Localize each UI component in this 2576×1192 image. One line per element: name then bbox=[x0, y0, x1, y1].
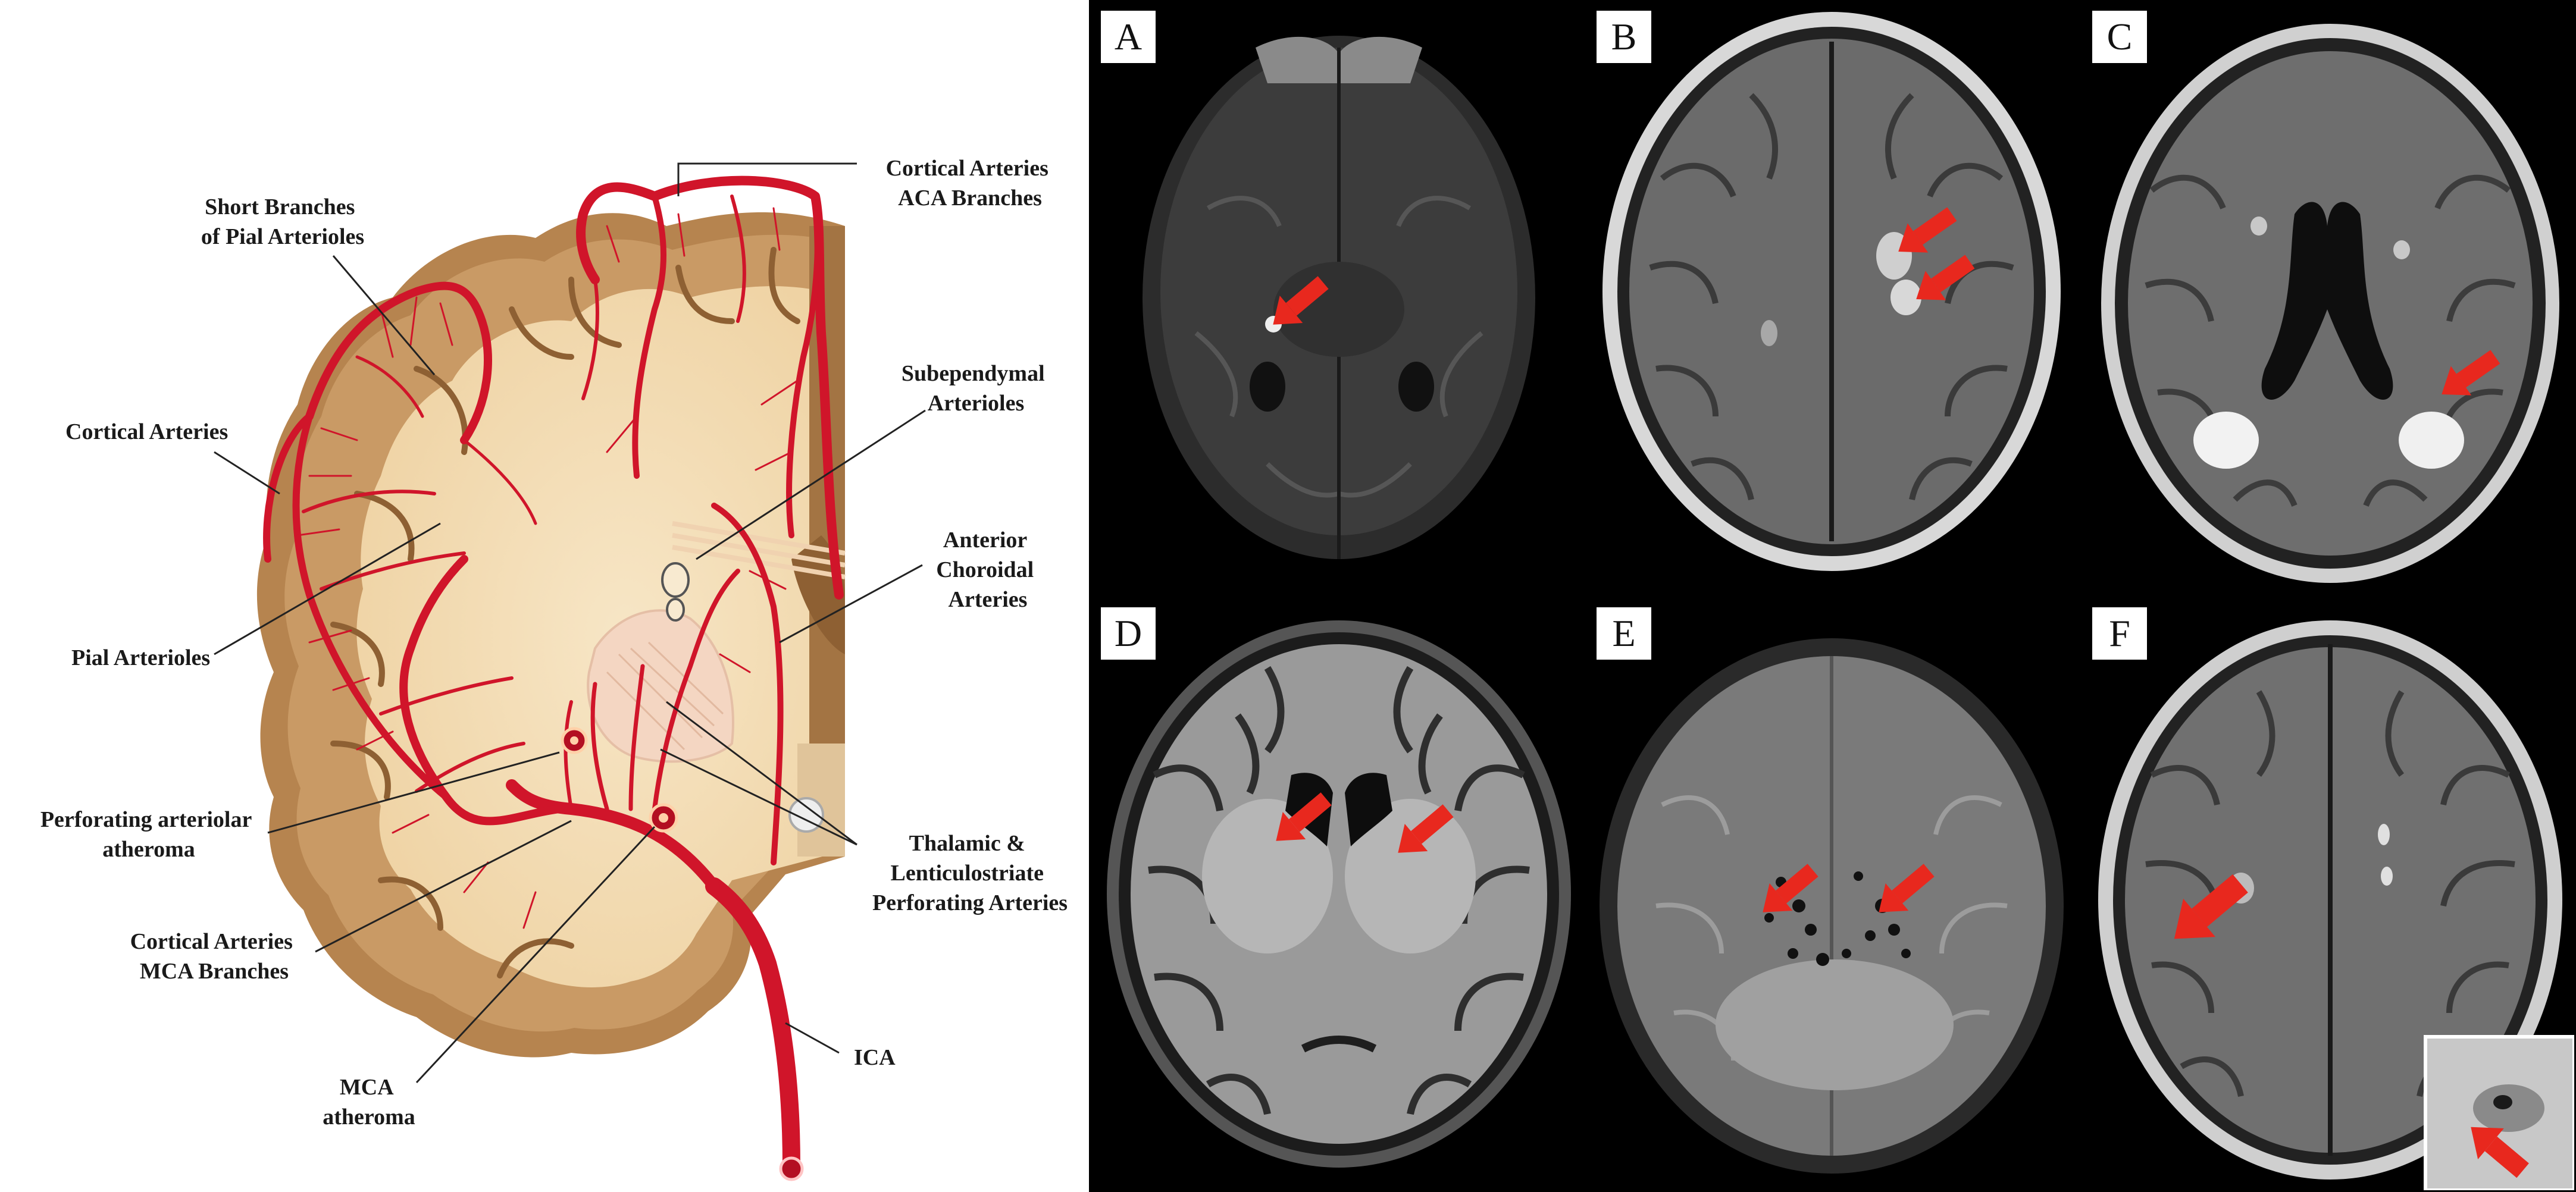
lesion-arrow bbox=[1273, 276, 1329, 325]
lesion-arrow bbox=[1879, 864, 1935, 912]
label-mca-atheroma: MCA atheroma bbox=[323, 1075, 415, 1130]
lesion-arrow bbox=[1763, 864, 1818, 912]
label-subependymal: Subependymal Arterioles bbox=[902, 361, 1050, 416]
mri-panel-e: E bbox=[1585, 597, 2079, 1190]
label-anterior-choroidal: Anterior Choroidal Arteries bbox=[936, 528, 1040, 612]
label-cortical-aca: Cortical Arteries ACA Branches bbox=[886, 156, 1054, 211]
panel-label-b: B bbox=[1597, 11, 1651, 63]
magnified-inset bbox=[2424, 1035, 2574, 1190]
label-perforating-atheroma: Perforating arteriolar atheroma bbox=[40, 807, 257, 862]
lesion-arrow bbox=[1916, 255, 1975, 300]
panel-label-f: F bbox=[2092, 607, 2147, 660]
panel-label-c: C bbox=[2092, 11, 2147, 63]
mri-panel-d: D bbox=[1089, 597, 1583, 1190]
lesion-arrow bbox=[2442, 350, 2500, 396]
mri-panel-b: B bbox=[1585, 0, 2079, 594]
mri-panel-grid: A B bbox=[1089, 0, 2576, 1192]
panel-label-a: A bbox=[1101, 11, 1156, 63]
label-thalamic-perforating: Thalamic & Lenticulostriate Perforating … bbox=[872, 831, 1068, 915]
lesion-arrow bbox=[2174, 874, 2248, 939]
lesion-arrow bbox=[1398, 804, 1454, 853]
white-matter bbox=[356, 286, 845, 987]
mri-panel-c: C bbox=[2080, 0, 2574, 594]
mri-panel-a: A bbox=[1089, 0, 1583, 594]
label-pial-arterioles: Pial Arterioles bbox=[71, 645, 210, 670]
panel-label-e: E bbox=[1597, 607, 1651, 660]
lesion-arrow bbox=[2471, 1127, 2529, 1178]
label-cortical-mca: Cortical Arteries MCA Branches bbox=[130, 929, 299, 984]
brain-vascular-diagram: Cortical Arteries ACA Branches Short Bra… bbox=[0, 0, 1089, 1192]
lesion-arrow bbox=[1276, 792, 1332, 841]
lesion-arrow bbox=[1898, 207, 1957, 253]
label-short-branches: Short Branches of Pial Arterioles bbox=[201, 195, 364, 249]
lateral-ventricles bbox=[2261, 202, 2393, 400]
mri-panel-f: F bbox=[2080, 597, 2574, 1190]
sulci bbox=[330, 247, 800, 978]
panel-label-d: D bbox=[1101, 607, 1156, 660]
label-cortical-arteries: Cortical Arteries bbox=[65, 419, 228, 444]
artery-network bbox=[263, 175, 844, 1175]
label-ica: ICA bbox=[854, 1045, 896, 1070]
leader-lines bbox=[214, 162, 926, 1084]
